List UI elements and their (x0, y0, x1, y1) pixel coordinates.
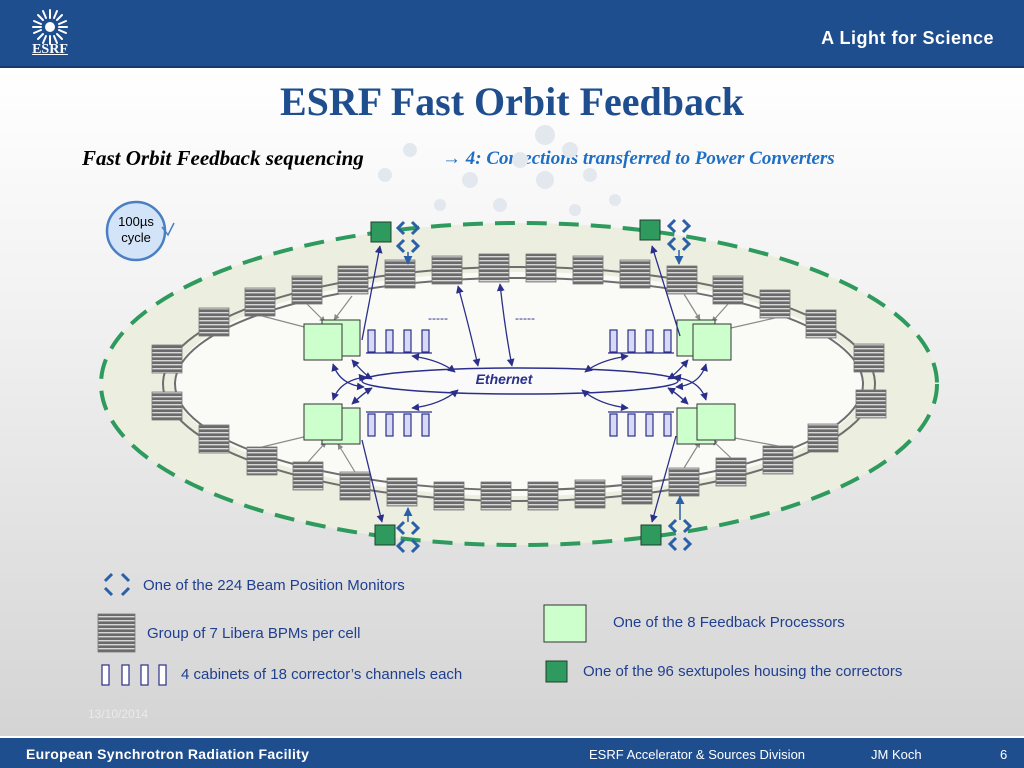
legend-processor-label: One of the 8 Feedback Processors (613, 614, 845, 631)
libera-bpm-group (386, 477, 418, 507)
corrector-links (361, 245, 681, 523)
libera-bpm-group (151, 391, 183, 421)
legend-cabinet-icon (101, 664, 167, 686)
bpm-links (403, 250, 685, 522)
cycle-timer: 100µs cycle (105, 200, 175, 262)
libera-bpm-group (853, 343, 885, 373)
legend-symbols (97, 572, 587, 686)
footer-organization: European Synchrotron Radiation Facility (26, 746, 310, 762)
libera-bpm-group (715, 457, 747, 487)
libera-bpm-group (244, 287, 276, 317)
libera-bpm-group (525, 253, 557, 283)
sextupole (374, 524, 396, 546)
slide-subtitle: Fast Orbit Feedback sequencing (82, 146, 364, 170)
libera-bpm-group (291, 275, 323, 305)
libera-bpm-group (619, 259, 651, 289)
bpm-icon (395, 520, 421, 554)
libera-bpm-group (712, 275, 744, 305)
ethernet-links (331, 283, 708, 412)
step-text: 4: Corrections transferred to Power Conv… (465, 148, 835, 169)
legend-bpm-icon (103, 572, 131, 597)
logo-text: ESRF (32, 42, 68, 57)
footer-author: JM Koch (871, 747, 922, 762)
libera-bpm-group (198, 424, 230, 454)
slide-date: 13/10/2014 (88, 707, 149, 721)
libera-bpm-group (246, 446, 278, 476)
feedback-processors (303, 319, 736, 445)
libera-bpm-group (572, 255, 604, 285)
sextupole (640, 524, 662, 546)
bpm-icon (666, 218, 692, 252)
libera-bpm-groups (151, 253, 887, 511)
link-marker-left: ----- (428, 311, 448, 325)
page-number: 6 (1000, 747, 1008, 762)
legend-libera-icon (97, 613, 136, 653)
libera-bpm-group (666, 265, 698, 295)
feedback-processor (696, 403, 736, 441)
bpm-icon (667, 518, 693, 552)
libera-bpm-group (574, 479, 606, 509)
corrector-cabinet-group (608, 411, 674, 437)
tagline: A Light for Science (821, 28, 994, 48)
libera-bpm-group (855, 389, 887, 419)
corrector-cabinet-groups (366, 329, 674, 437)
libera-bpm-group (480, 481, 512, 511)
cycle-label-2: cycle (121, 230, 151, 245)
legend-processor-icon (543, 604, 587, 643)
libera-bpm-group (807, 423, 839, 453)
libera-bpm-group (668, 467, 700, 497)
corrector-cabinet-group (608, 329, 674, 354)
legend-cabinet-label: 4 cabinets of 18 corrector’s channels ea… (181, 666, 463, 683)
legend-libera-label: Group of 7 Libera BPMs per cell (147, 625, 361, 642)
bpm-icon (395, 220, 421, 254)
corrector-cabinet-group (366, 329, 432, 354)
libera-bpm-group (759, 289, 791, 319)
header-bar: ESRF A Light for Science (0, 0, 1024, 68)
libera-bpm-group (431, 255, 463, 285)
legend-bpm-label: One of the 224 Beam Position Monitors (143, 577, 405, 594)
libera-bpm-group (805, 309, 837, 339)
footer-division: ESRF Accelerator & Sources Division (589, 747, 806, 762)
slide-title: ESRF Fast Orbit Feedback (279, 79, 745, 124)
libera-bpm-group (384, 259, 416, 289)
feedback-boundary (99, 221, 939, 547)
feedback-processor (692, 323, 732, 361)
cycle-label-1: 100µs (118, 214, 154, 229)
feedback-processor (303, 403, 343, 441)
libera-bpm-group (621, 475, 653, 505)
libera-bpm-group (337, 265, 369, 295)
esrf-logo-icon (32, 9, 68, 45)
legend-sextupole-label: One of the 96 sextupoles housing the cor… (583, 663, 903, 680)
legend-sextupole-icon (545, 660, 568, 683)
watermark-dots (378, 125, 621, 216)
sextupole (639, 219, 661, 241)
arrow-right-icon: → (442, 148, 461, 169)
step-caption: → 4: Corrections transferred to Power Co… (442, 148, 835, 170)
ethernet-label: Ethernet (476, 371, 534, 387)
corrector-cabinet-group (366, 411, 432, 437)
link-marker-right: ----- (515, 311, 535, 325)
sextupole (370, 221, 392, 243)
feedback-processor (303, 323, 343, 361)
bpm-markers (395, 218, 693, 554)
libera-bpm-group (527, 481, 559, 511)
libera-bpm-group (762, 445, 794, 475)
libera-bpm-group (292, 461, 324, 491)
libera-bpm-group (339, 471, 371, 501)
sextupoles (370, 219, 662, 546)
libera-bpm-group (151, 344, 183, 374)
libera-bpm-group (478, 253, 510, 283)
storage-ring (162, 266, 876, 502)
libera-bpm-group (433, 481, 465, 511)
footer-bar: European Synchrotron Radiation Facility … (0, 738, 1024, 768)
libera-bpm-group (198, 307, 230, 337)
